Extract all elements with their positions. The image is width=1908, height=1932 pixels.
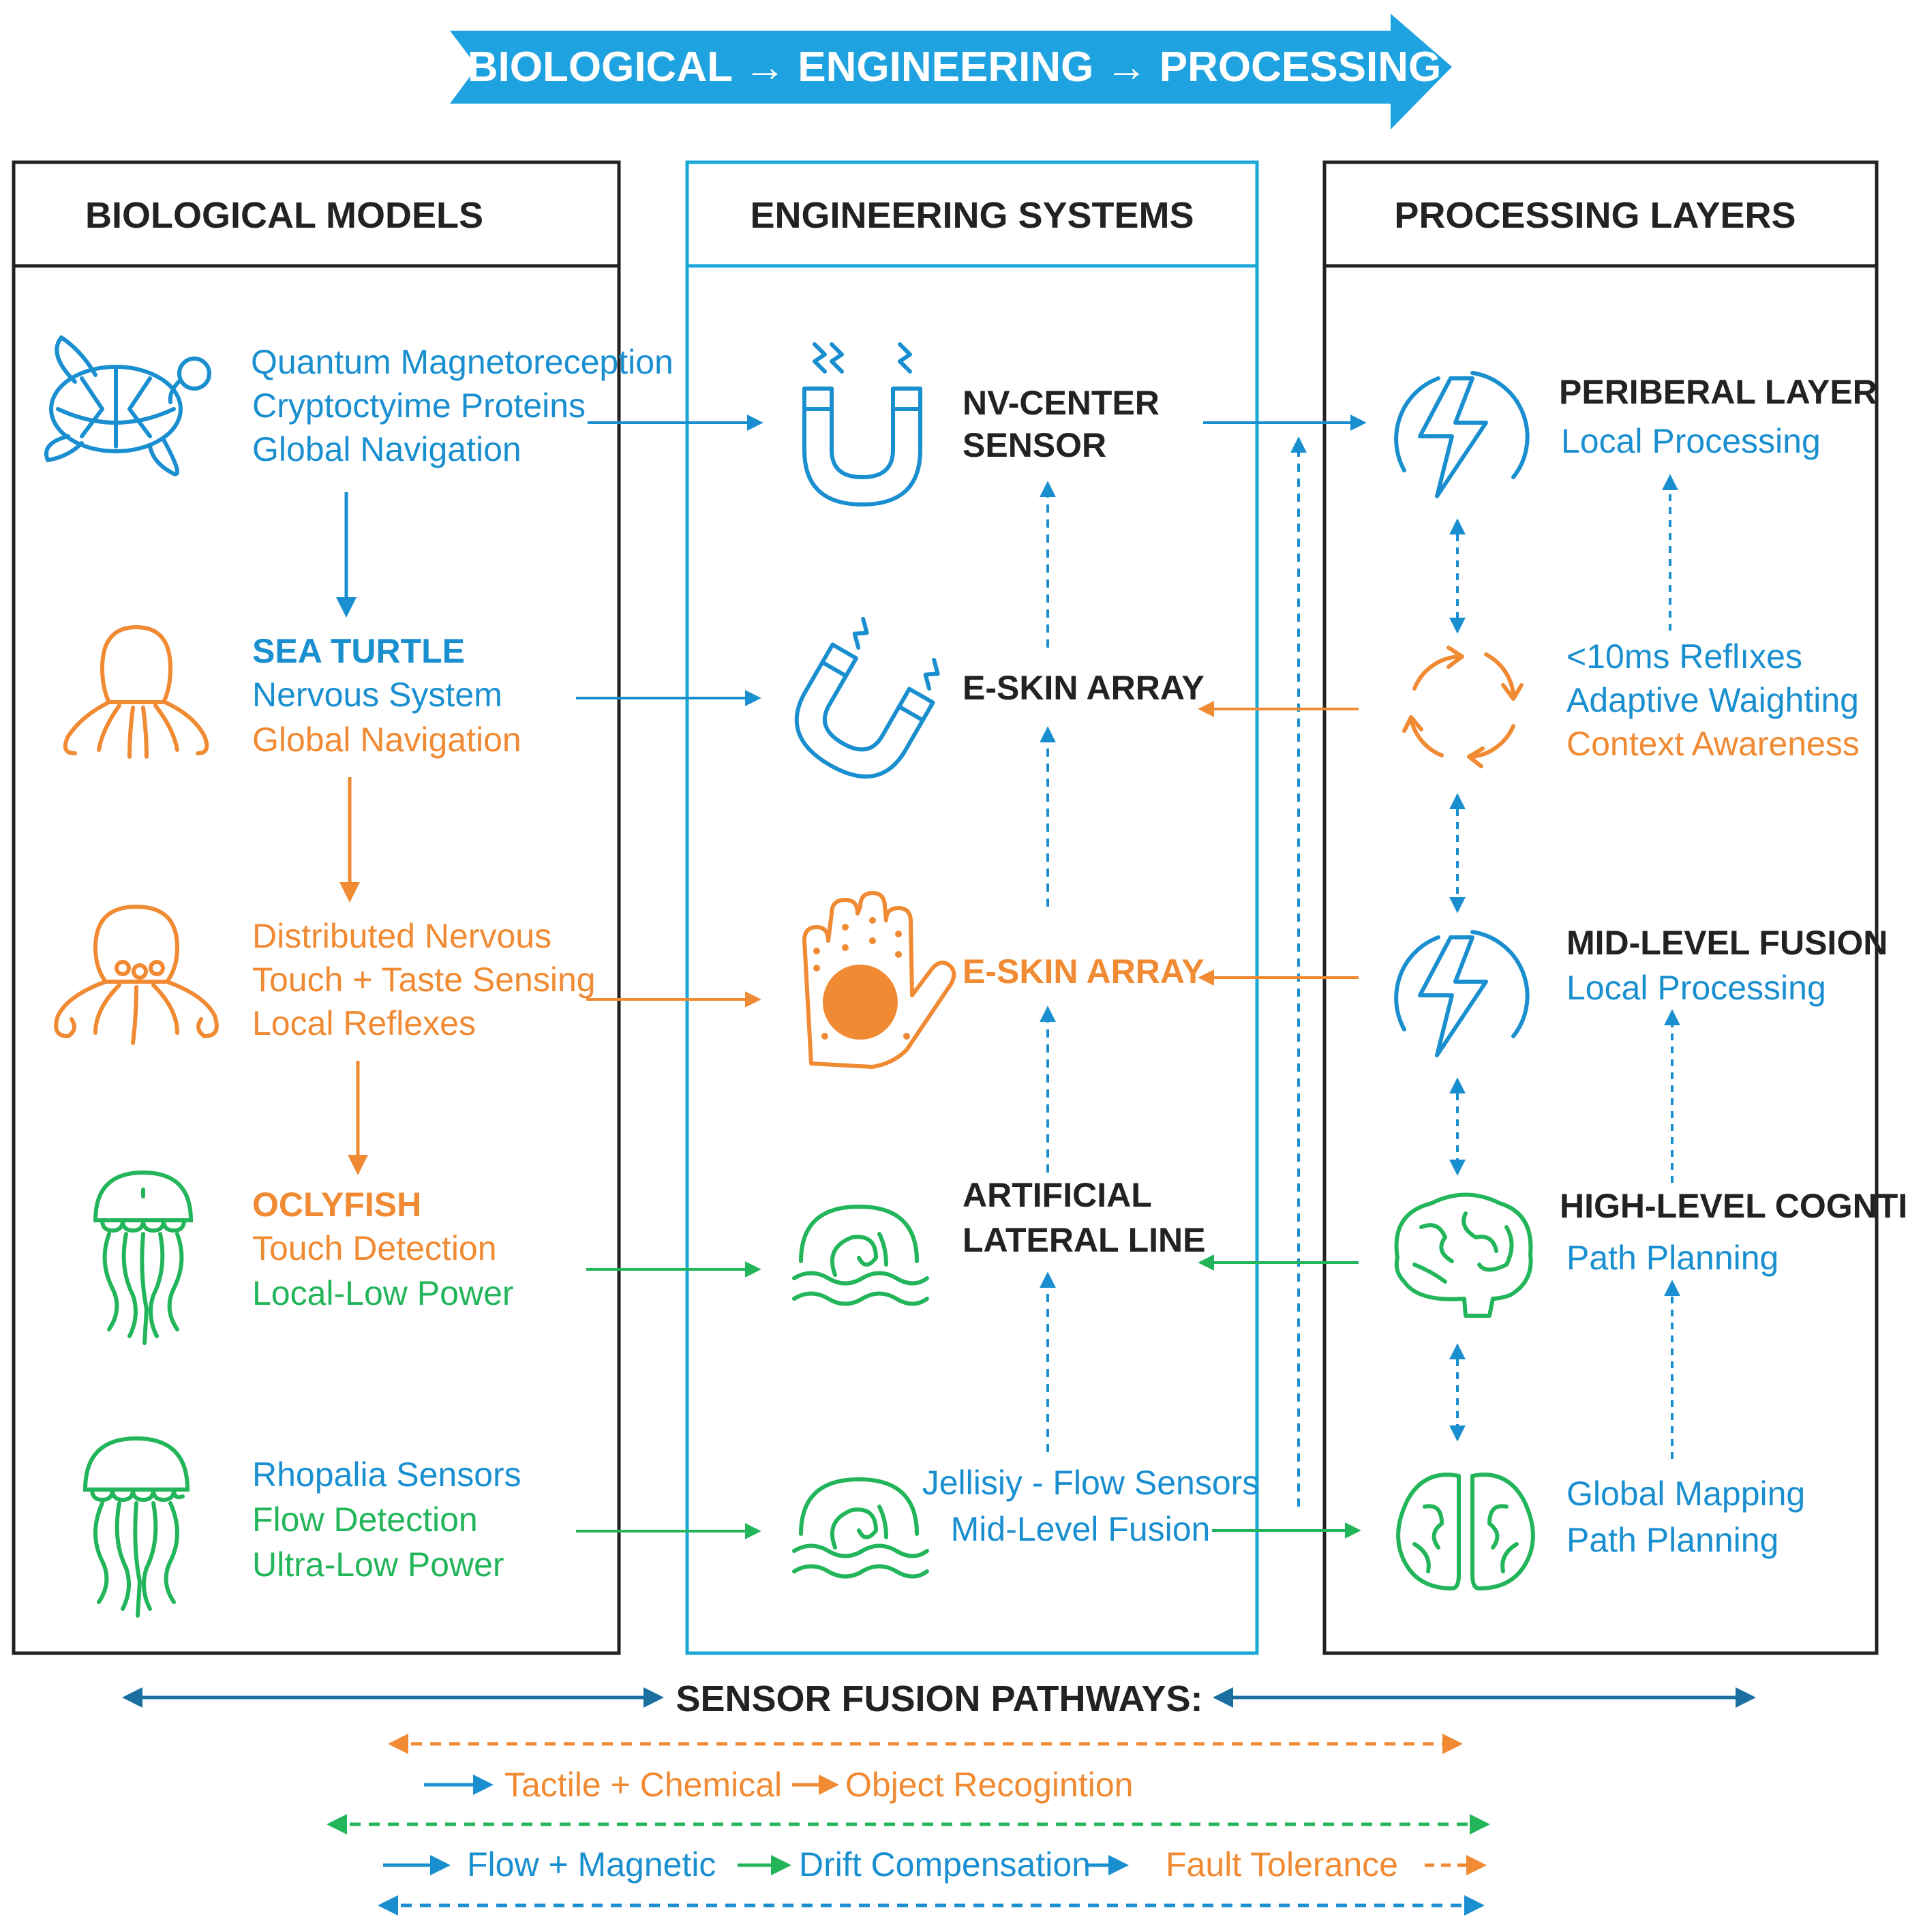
fusion-label: Flow + Magnetic [467,1845,716,1884]
eng-label: Jellisiy - Flow Sensors [922,1464,1260,1502]
bio-label: Local Reflexes [252,1004,476,1042]
column-biological: BIOLOGICAL MODELS [12,160,621,1655]
fusion-title: SENSOR FUSION PATHWAYS: [676,1678,1202,1719]
bio-label: Rhopalia Sensors [252,1455,521,1494]
proc-label: Local Processing [1561,422,1821,460]
bio-label: OCLYFISH [252,1186,421,1224]
fusion-label: Drift Compensation [799,1845,1091,1884]
eng-label: ARTIFICIAL [963,1176,1152,1214]
eng-feedback-arrows [1040,436,1307,1507]
banner: BIOLOGICAL → ENGINEERING → PROCESSING [450,14,1452,130]
wave-icon [792,1477,929,1579]
proc-label: Global Mapping [1566,1475,1805,1513]
fusion-label: Object Recogintion [845,1766,1133,1804]
column-header: PROCESSING LAYERS [1394,195,1796,236]
bio-label: Touch + Taste Sensing [252,961,596,999]
magnet-icon [794,616,940,779]
jellyfish-icon [82,1436,190,1618]
brain-icon [1396,1473,1535,1590]
eng-label: NV-CENTER [963,384,1160,422]
octopus-icon [54,904,219,1045]
bio-label: Cryptoctyime Proteins [252,387,586,425]
eng-label: Mid-Level Fusion [951,1510,1211,1548]
bio-label: Distributed Nervous [252,917,551,955]
bio-label: Ultra-Low Power [252,1545,504,1584]
proc-label: Adaptive Waighting [1566,681,1859,719]
lightning-icon [1394,930,1530,1057]
proc-label: HIGH-LEVEL COGNTIVE [1560,1187,1908,1225]
bio-label: Global Navigation [252,721,521,759]
bio-label: Quantum Magnetoreception [251,343,673,381]
banner-title: BIOLOGICAL → ENGINEERING → PROCESSING [468,44,1441,91]
bio-label: Nervous System [252,676,502,714]
fusion-section: SENSOR FUSION PATHWAYS: Tactile + Chemic… [122,1678,1756,1916]
magnet-icon [802,342,922,507]
bio-label: Flow Detection [252,1500,478,1539]
proc-label: <10ms Reflıxes [1566,637,1802,676]
bio-label: SEA TURTLE [252,632,465,670]
bio-item-2: SEA TURTLE Nervous System Global Navigat… [252,632,521,759]
eng-label: LATERAL LINE [963,1221,1205,1259]
octopus-icon [63,624,209,759]
bio-item-3: Distributed Nervous Touch + Taste Sensin… [252,917,596,1042]
bio-item-5: Rhopalia Sensors Flow Detection Ultra-Lo… [252,1455,521,1584]
bio-label: Global Navigation [252,430,521,468]
column-frame [1322,160,1879,1655]
sea-turtle-icon [44,335,211,477]
column-processing: PROCESSING LAYERS [1322,160,1879,1655]
eng-label: E-SKIN ARRAY [963,952,1205,991]
proc-label: PERIBERAL LAYER [1559,373,1877,411]
column-header: ENGINEERING SYSTEMS [750,195,1194,236]
jellyfish-icon [93,1170,194,1345]
eng-label: SENSOR [963,426,1106,464]
column-frame [685,160,1259,1655]
brain-icon [1394,1192,1533,1318]
column-header: BIOLOGICAL MODELS [85,195,483,236]
bio-label: Touch Detection [252,1229,497,1267]
bio-item-1: Quantum Magnetoreception Cryptoctyime Pr… [251,343,673,468]
column-engineering: ENGINEERING SYSTEMS [685,160,1259,1655]
bio-label: Local-Low Power [252,1274,514,1312]
column-frame [12,160,621,1655]
hand-icon [802,891,956,1069]
proc-label: Path Planning [1566,1239,1778,1277]
proc-label: Local Processing [1566,969,1826,1007]
fusion-label: Fault Tolerance [1166,1845,1398,1884]
proc-label: MID-LEVEL FUSION [1566,924,1888,962]
fusion-label: Tactile + Chemical [504,1766,782,1804]
banner-arrow-shape [450,14,1452,130]
bio-item-4: OCLYFISH Touch Detection Local-Low Power [252,1186,514,1312]
proc-label: Path Planning [1566,1521,1778,1559]
cycle-arrows-icon [1402,646,1524,768]
eng-label: E-SKIN ARRAY [963,669,1205,707]
proc-link-arrows [1449,474,1680,1459]
proc-label: Context Awareness [1566,725,1860,763]
lightning-icon [1394,371,1530,498]
wave-icon [792,1204,929,1306]
